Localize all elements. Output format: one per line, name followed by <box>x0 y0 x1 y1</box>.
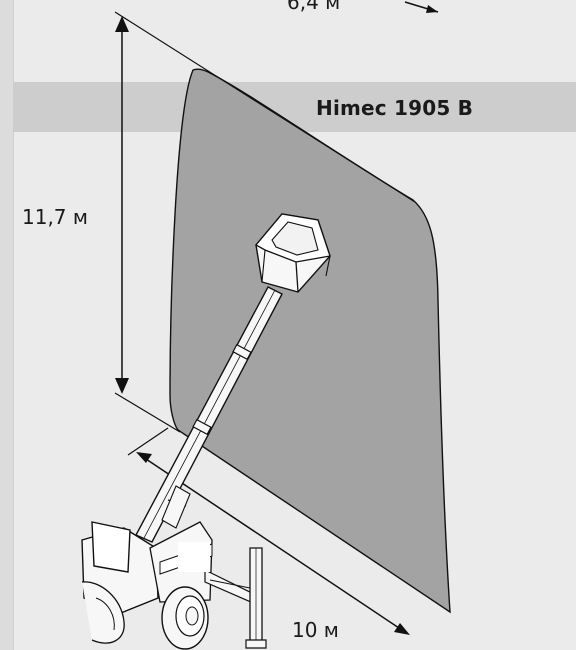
work-basket <box>254 213 331 293</box>
length-extension-line <box>127 427 169 456</box>
model-title: Himec 1905 B <box>316 96 474 120</box>
length-dimension <box>136 452 410 635</box>
height-dimension <box>115 16 129 394</box>
telescopic-boom <box>135 286 283 543</box>
top-dimension-line <box>404 1 439 13</box>
wheel <box>161 586 209 650</box>
top-dimension-label: 6,4 м <box>287 0 341 14</box>
work-envelope-area <box>169 68 451 614</box>
title-band <box>13 82 576 132</box>
base-extension-line <box>114 392 181 433</box>
height-dimension-label: 11,7 м <box>22 205 88 229</box>
label-patch <box>178 542 210 572</box>
left-margin-rule <box>0 0 14 650</box>
rear-wheel <box>81 581 125 644</box>
length-dimension-label: 10 м <box>292 618 339 642</box>
stabilizer-leg <box>245 547 267 649</box>
top-extension-line <box>114 11 416 203</box>
